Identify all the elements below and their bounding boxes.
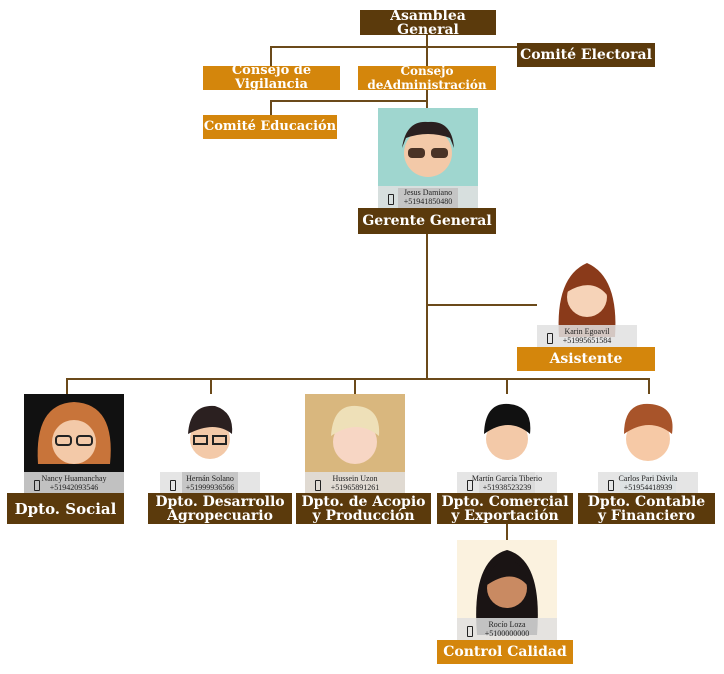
avatar-icon	[558, 263, 616, 337]
connector	[210, 378, 212, 394]
consejo-vigilancia-box[interactable]: Consejo de Vigilancia	[203, 63, 340, 92]
connector	[270, 100, 272, 115]
person-caption: Carlos Pari Dávila+51954418939	[598, 472, 698, 494]
person-caption: Hussein Uzon+51965891261	[305, 472, 405, 494]
person-phone: +51938523239	[482, 483, 532, 492]
box-label: Asistente	[549, 351, 623, 367]
phone-icon	[34, 480, 40, 491]
photo-contable: Carlos Pari Dávila+51954418939	[598, 394, 698, 494]
connector	[506, 524, 508, 542]
photo-asistente: Karin Egoavil+51995651584	[537, 247, 637, 347]
box-label: Agropecuario	[167, 507, 273, 524]
person-phone: +5100000000	[484, 629, 530, 638]
photo-desarrollo: Hernán Solano+51999936566	[160, 394, 260, 494]
person-phone: +51942093546	[49, 483, 99, 492]
phone-icon	[170, 480, 176, 491]
box-label: Dpto. de Acopio	[301, 493, 426, 510]
box-label: Comité Educación	[203, 119, 337, 134]
photo-calidad: Rocío Loza+5100000000	[457, 540, 557, 640]
person-caption: Hernán Solano+51999936566	[160, 472, 260, 494]
person-name: Karin Egoavil	[564, 327, 610, 336]
connector	[66, 378, 68, 394]
person-phone: +51995651584	[562, 336, 612, 345]
connector	[427, 304, 587, 306]
person-name: Hussein Uzon	[332, 474, 378, 483]
connector	[66, 378, 650, 380]
connector	[354, 378, 356, 394]
photo-acopio: Hussein Uzon+51965891261	[305, 394, 405, 494]
photo-comercial: Martín García Tiberio+51938523239	[457, 394, 557, 494]
avatar-icon	[476, 550, 538, 635]
connector	[506, 378, 508, 394]
phone-icon	[547, 333, 553, 344]
person-caption: Karin Egoavil+51995651584	[537, 325, 637, 347]
person-name: Martín García Tiberio	[471, 474, 543, 483]
box-label: Dpto. Contable	[587, 493, 706, 510]
box-label: Asamblea General	[390, 7, 466, 38]
phone-icon	[388, 194, 394, 205]
dpto-social-box[interactable]: Dpto. Social	[7, 493, 124, 524]
person-name: Nancy Huamanchay	[41, 474, 107, 483]
person-caption: Martín García Tiberio+51938523239	[457, 472, 557, 494]
box-label: Gerente General	[362, 213, 492, 229]
box-label: Consejo deAdministración	[367, 64, 487, 92]
person-name: Rocío Loza	[488, 620, 526, 629]
connector	[648, 378, 650, 394]
person-name: Jesus Damiano	[403, 188, 453, 197]
photo-social: Nancy Huamanchay+51942093546	[24, 394, 124, 494]
box-label: Dpto. Desarrollo	[155, 493, 285, 510]
person-phone: +51954418939	[623, 483, 673, 492]
person-phone: +51999936566	[185, 483, 235, 492]
phone-icon	[467, 626, 473, 637]
box-label: y Exportación	[451, 507, 559, 524]
box-label: Control Calidad	[443, 644, 567, 660]
phone-icon	[315, 480, 321, 491]
asamblea-general-box[interactable]: Asamblea General	[360, 7, 496, 38]
consejo-administracion-box[interactable]: Consejo deAdministración	[358, 64, 496, 92]
person-caption: Nancy Huamanchay+51942093546	[24, 472, 124, 494]
person-caption: Jesus Damiano+51941850480	[378, 186, 478, 208]
person-phone: +51941850480	[403, 197, 453, 206]
connector	[270, 46, 517, 48]
phone-icon	[608, 480, 614, 491]
control-calidad-box[interactable]: Control Calidad	[437, 640, 573, 664]
person-name: Hernán Solano	[186, 474, 234, 483]
person-name: Carlos Pari Dávila	[618, 474, 678, 483]
box-label: Dpto. Comercial	[441, 493, 569, 510]
person-caption: Rocío Loza+5100000000	[457, 618, 557, 640]
phone-icon	[467, 480, 473, 491]
connector	[270, 46, 272, 66]
connector	[270, 100, 427, 102]
comite-electoral-box[interactable]: Comité Electoral	[517, 43, 655, 67]
box-label: Comité Electoral	[520, 47, 652, 63]
asistente-box[interactable]: Asistente	[517, 347, 655, 371]
box-label: Consejo de Vigilancia	[231, 63, 312, 92]
comite-educacion-box[interactable]: Comité Educación	[203, 115, 337, 139]
photo-gerente: Jesus Damiano+51941850480	[378, 108, 478, 208]
box-label: y Financiero	[597, 507, 696, 524]
box-label: Dpto. Social	[14, 499, 117, 518]
box-label: y Producción	[312, 507, 415, 524]
avatar-icon	[37, 402, 111, 464]
gerente-general-box[interactable]: Gerente General	[358, 208, 496, 234]
person-phone: +51965891261	[330, 483, 380, 492]
avatar-icon	[331, 405, 380, 464]
